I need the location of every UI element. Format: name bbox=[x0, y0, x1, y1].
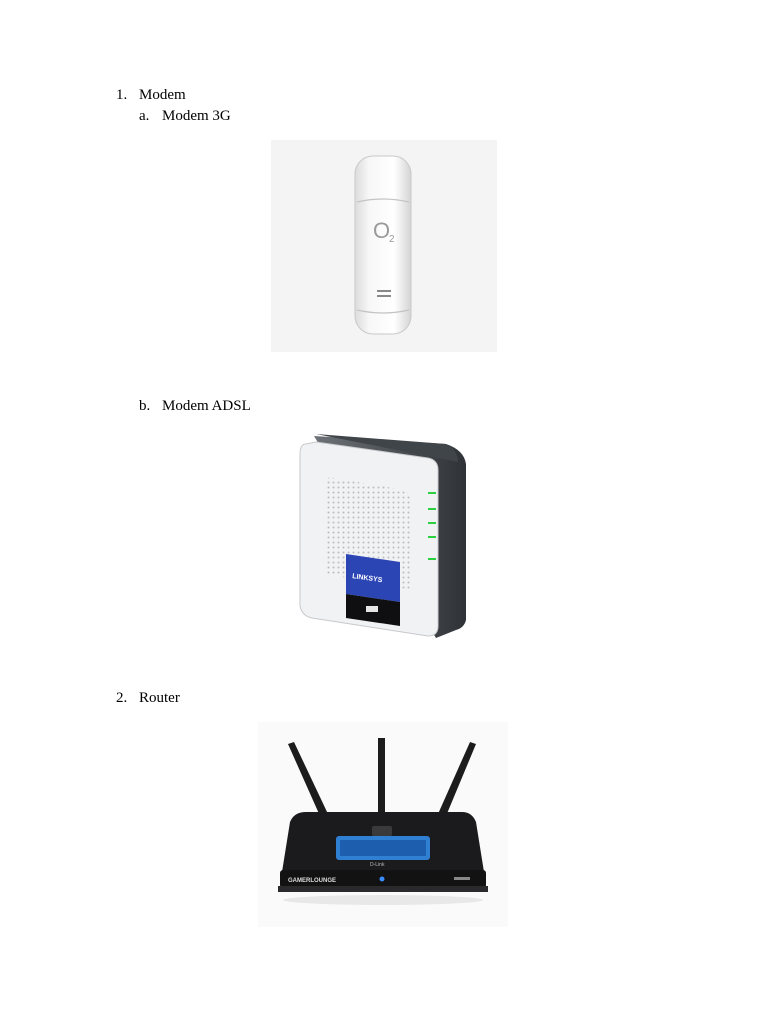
list-label: Modem 3G bbox=[162, 108, 231, 124]
modem-3g-brand-sub: 2 bbox=[389, 234, 395, 245]
list-label: Modem bbox=[139, 87, 186, 103]
router-front-text: GAMERLOUNGE bbox=[288, 878, 336, 884]
list-marker: a. bbox=[139, 108, 150, 124]
modem-3g-brand: O bbox=[373, 218, 390, 243]
modem-3g-image: O 2 bbox=[271, 140, 497, 352]
list-marker: 1. bbox=[116, 87, 128, 103]
list-label: Modem ADSL bbox=[162, 398, 251, 414]
router-image: D-Link GAMERLOUNGE bbox=[258, 722, 508, 927]
adsl-brand-logo: LINKSYS bbox=[352, 573, 383, 584]
list-marker: b. bbox=[139, 398, 151, 414]
modem-adsl-image: LINKSYS bbox=[296, 430, 470, 640]
router-model-text: D-Link bbox=[370, 862, 385, 868]
list-marker: 2. bbox=[116, 690, 128, 706]
list-label: Router bbox=[139, 690, 180, 706]
